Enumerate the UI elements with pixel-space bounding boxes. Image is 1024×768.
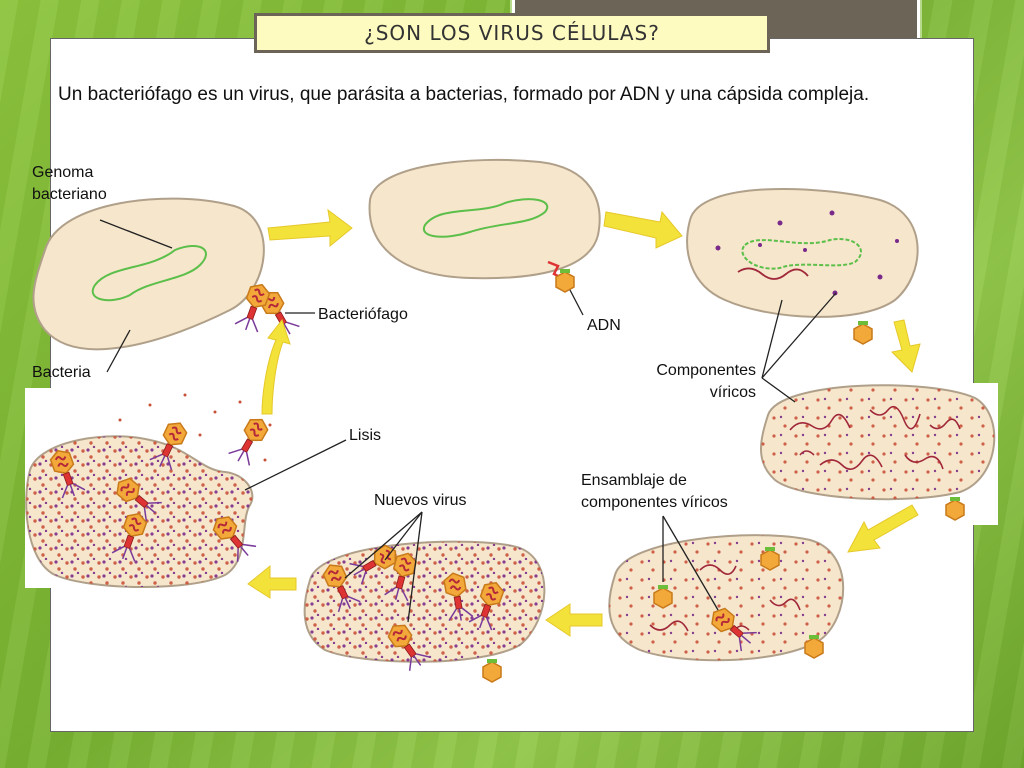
arrow-7-1 — [261, 318, 291, 415]
arrow-2-3 — [603, 210, 683, 249]
leader-lines — [99, 219, 837, 623]
arrow-5-6 — [545, 603, 603, 637]
cell-2-injection — [368, 158, 601, 293]
label-ensamblaje: Ensamblaje de componentes víricos — [581, 472, 728, 511]
arrow-1-2 — [267, 208, 353, 248]
cell-6-new-viruses — [303, 539, 546, 683]
arrow-6-7 — [247, 564, 297, 599]
label-adn: ADN — [587, 317, 621, 334]
arrow-3-4 — [890, 319, 921, 373]
cell-1-infection — [32, 197, 302, 351]
cell-5-assembly — [608, 534, 845, 662]
slide-title: ¿SON LOS VIRUS CÉLULAS? — [254, 13, 770, 53]
label-componentes-viricos: Componentes víricos — [656, 362, 756, 401]
label-lisis: Lisis — [349, 427, 382, 444]
cell-3-replication — [686, 188, 919, 345]
label-nuevos-virus: Nuevos virus — [374, 492, 467, 509]
arrow-4-5 — [847, 504, 919, 553]
cycle-arrows — [247, 208, 921, 637]
cell-7-lysis — [25, 393, 274, 588]
label-genoma-bacteriano: Genoma bacteriano — [32, 164, 107, 203]
label-bacteria: Bacteria — [32, 364, 91, 381]
slide-subtitle: Un bacteriófago es un virus, que parásit… — [58, 84, 870, 105]
cell-4-synthesis — [760, 384, 996, 521]
label-bacteriofago: Bacteriófago — [318, 306, 408, 323]
